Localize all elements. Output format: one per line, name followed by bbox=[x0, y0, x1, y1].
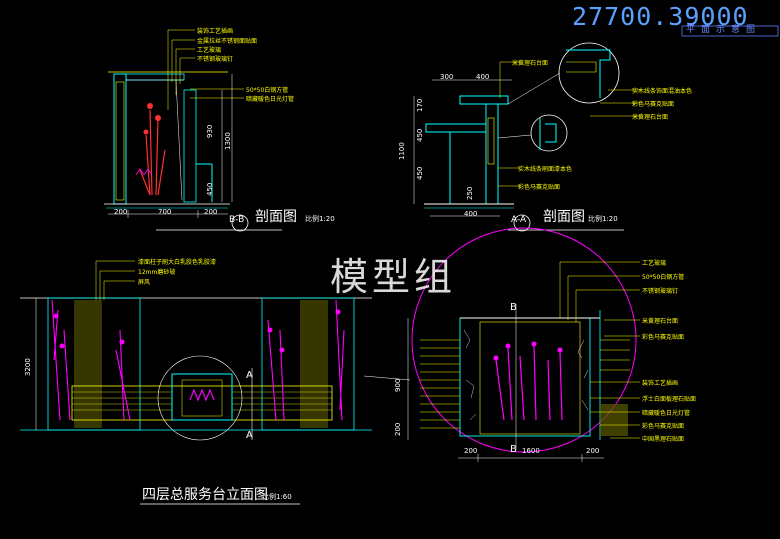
detail-label-4: 米黄理石台面 bbox=[642, 318, 679, 325]
detail-label-6: 装饰工艺插画 bbox=[642, 380, 679, 387]
elev-section-mark-top: A bbox=[246, 370, 253, 381]
section-aa-scale: 比例1:20 bbox=[588, 215, 618, 223]
aa-label-top: 米黄理石台面 bbox=[512, 60, 549, 67]
bb-dim-bottom-3: 200 bbox=[204, 208, 218, 216]
elev-dim-left: 3200 bbox=[24, 358, 32, 376]
section-bb-scale: 比例1:20 bbox=[305, 215, 335, 223]
aa-dim-top-2: 400 bbox=[476, 73, 490, 81]
elevation-scale: 比例1:60 bbox=[262, 493, 292, 501]
aa-dim-bottom-1: 400 bbox=[464, 210, 478, 218]
aa-label-right-3: 米黄理石台面 bbox=[632, 114, 669, 121]
detail-label-5: 彩色马赛克贴面 bbox=[642, 334, 685, 341]
aa-dim-left-3: 450 bbox=[416, 128, 424, 142]
elevation-drawing bbox=[20, 260, 411, 505]
aa-dim-left-1: 1100 bbox=[398, 142, 406, 160]
section-aa-drawing bbox=[413, 42, 640, 232]
aa-label-right-5: 彩色马赛克贴面 bbox=[518, 184, 561, 191]
detail-dim-bottom-3: 200 bbox=[586, 447, 600, 455]
section-bb-drawing bbox=[104, 29, 282, 232]
bb-dim-bottom-1: 200 bbox=[114, 208, 128, 216]
section-aa-title: 剖面图 bbox=[543, 209, 585, 225]
bb-dim-right-3: 450 bbox=[206, 182, 214, 196]
aa-label-right-4: 实木线条刷面漆本色 bbox=[518, 166, 573, 173]
detail-dim-bottom-1: 200 bbox=[464, 447, 478, 455]
aa-label-right-2: 彩色马赛克贴面 bbox=[632, 101, 675, 108]
aa-dim-left-4: 450 bbox=[416, 166, 424, 180]
detail-label-2: 50*50白钢方管 bbox=[642, 274, 685, 281]
detail-dim-left-1: 900 bbox=[394, 378, 402, 392]
elevation-title: 四层总服务台立面图 bbox=[142, 487, 268, 503]
drawing-subtitle: 平面示意图 bbox=[686, 25, 762, 35]
bb-label-1: 装饰工艺插画 bbox=[197, 28, 234, 35]
section-aa-marker: A-A bbox=[511, 215, 527, 225]
aa-dim-left-2: 170 bbox=[416, 98, 424, 112]
detail-section-mark-top: B bbox=[510, 302, 517, 313]
detail-label-7: 浮士白面板理石贴面 bbox=[642, 396, 697, 403]
detail-dim-left-2: 200 bbox=[394, 422, 402, 436]
aa-label-right-1: 实木线条饰面混油本色 bbox=[632, 88, 693, 95]
elev-section-mark-bottom: A bbox=[246, 430, 253, 441]
bb-label-4: 不锈钢玻璃钉 bbox=[197, 56, 234, 63]
detail-label-9: 彩色马赛克贴面 bbox=[642, 423, 685, 430]
bb-label-5: 50*50白钢方管 bbox=[246, 87, 289, 94]
detail-drawing bbox=[407, 227, 640, 462]
detail-label-3: 不锈钢玻璃钉 bbox=[642, 288, 679, 295]
bb-label-2: 金属拉丝不锈钢面贴面 bbox=[197, 38, 258, 45]
bb-label-6: 暗藏暖色日光灯管 bbox=[246, 96, 295, 103]
detail-label-10: 中国黑理石贴面 bbox=[642, 436, 685, 443]
section-bb-marker: B-B bbox=[229, 215, 245, 225]
elev-label-2: 12mm磨砂玻 bbox=[138, 269, 176, 276]
elev-label-1: 漆面柱子刷大白乳胶色乳胶漆 bbox=[138, 259, 217, 266]
bb-dim-right-2: 1300 bbox=[224, 132, 232, 150]
bb-dim-right-1: 930 bbox=[206, 124, 214, 138]
detail-dim-bottom-2: 1600 bbox=[522, 447, 540, 455]
aa-dim-bottom-2: 250 bbox=[466, 186, 474, 200]
bb-label-3: 工艺玻璃 bbox=[197, 47, 222, 54]
detail-label-8: 暗藏暖色日光灯管 bbox=[642, 410, 691, 417]
section-bb-title: 剖面图 bbox=[255, 209, 297, 225]
detail-section-mark-bottom: B bbox=[510, 444, 517, 455]
bb-dim-bottom-2: 700 bbox=[158, 208, 172, 216]
detail-label-1: 工艺玻璃 bbox=[642, 260, 667, 267]
elev-label-3: 屏风 bbox=[138, 279, 151, 286]
watermark: 模型组 bbox=[330, 255, 457, 299]
aa-dim-top-1: 300 bbox=[440, 73, 454, 81]
